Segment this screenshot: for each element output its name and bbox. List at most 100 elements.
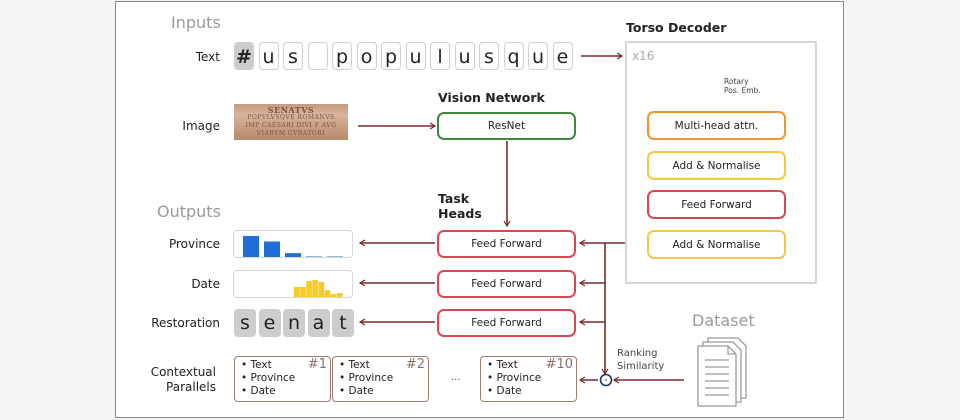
- parallel-card: #10• Text• Province• Date: [480, 356, 577, 402]
- parallel-rank: #1: [307, 357, 327, 372]
- contextual-parallels-label: Contextual Parallels: [130, 365, 216, 395]
- province-bar: [264, 241, 280, 257]
- parallel-item: • Date: [241, 385, 330, 398]
- restoration-token: e: [258, 309, 281, 337]
- inscription-image: SENATVS POPVLVSQVE ROMANVS IMP CAESARI D…: [234, 104, 348, 140]
- parallel-item-text: Text: [348, 359, 370, 371]
- parallel-card: #2• Text• Province• Date: [332, 356, 429, 402]
- input-token: p: [381, 42, 401, 70]
- parallel-item: • Date: [339, 385, 428, 398]
- province-bar: [306, 256, 322, 257]
- input-token: e: [552, 42, 573, 70]
- text-input-label: Text: [195, 50, 220, 64]
- input-token: l: [430, 42, 450, 70]
- province-chart-svg: [243, 236, 343, 257]
- restoration-token: t: [332, 309, 354, 337]
- date-chart: [233, 270, 353, 298]
- masked-token: #: [234, 42, 254, 70]
- outputs-title: Outputs: [157, 202, 221, 221]
- parallel-item-text: Date: [496, 385, 522, 397]
- ranking-label-line: Similarity: [617, 361, 665, 372]
- parallels-ellipsis: ...: [451, 372, 461, 383]
- province-chart: [233, 230, 353, 258]
- parallel-item: • Province: [487, 372, 576, 385]
- rotary-label: Rotary Pos. Emb.: [724, 77, 761, 95]
- repeat-count: x16: [632, 49, 655, 63]
- resnet-block: ResNet: [437, 112, 576, 140]
- date-bar: [324, 290, 331, 297]
- input-token: u: [258, 42, 279, 70]
- parallel-item: • Date: [487, 385, 576, 398]
- inputs-title: Inputs: [171, 13, 221, 32]
- bullet-icon: •: [487, 359, 497, 371]
- inscription-line: IMP CAESARI DIVI F AVG: [245, 122, 337, 129]
- bullet-icon: •: [339, 372, 349, 384]
- parallel-item: • Text: [241, 359, 330, 372]
- bullet-icon: •: [487, 372, 497, 384]
- parallel-item-text: Province: [250, 372, 296, 384]
- task-heads-title-line: Heads: [438, 206, 482, 221]
- date-bar: [288, 297, 294, 298]
- parallel-item: • Text: [339, 359, 428, 372]
- bullet-icon: •: [241, 372, 251, 384]
- bullet-icon: •: [339, 359, 349, 371]
- ranking-similarity-label: Ranking Similarity: [617, 347, 664, 373]
- add-normalise-block-2: Add & Normalise: [647, 230, 786, 259]
- province-bar: [243, 236, 259, 257]
- restoration-token: a: [307, 309, 330, 337]
- parallel-rank: #2: [405, 357, 425, 372]
- feed-forward-block: Feed Forward: [647, 190, 786, 219]
- bullet-icon: •: [487, 385, 497, 397]
- ranking-node-icon: [599, 373, 613, 387]
- parallel-item: • Province: [241, 372, 330, 385]
- date-bar: [318, 282, 325, 297]
- inscription-line: VIARVM CVRATORI: [256, 130, 326, 137]
- date-bar: [330, 294, 337, 297]
- inscription-line: SENATVS: [267, 105, 315, 115]
- task-heads-title-line: Task: [438, 191, 470, 206]
- parallel-item-text: Province: [496, 372, 542, 384]
- date-bar: [306, 281, 312, 297]
- input-token: o: [356, 42, 377, 70]
- input-token: [307, 42, 328, 70]
- province-bar: [327, 256, 343, 257]
- inscription-line: POPVLVSQVE ROMANVS: [247, 114, 335, 121]
- vision-network-title: Vision Network: [438, 90, 545, 105]
- restoration-token: n: [283, 309, 305, 337]
- parallel-item-text: Text: [496, 359, 518, 371]
- input-token: p: [332, 42, 352, 70]
- add-normalise-block-1: Add & Normalise: [647, 151, 786, 180]
- torso-decoder-title: Torso Decoder: [626, 20, 727, 35]
- province-head: Feed Forward: [437, 230, 576, 258]
- date-chart-svg: [288, 280, 343, 298]
- bullet-icon: •: [339, 385, 349, 397]
- restoration-token: s: [234, 309, 256, 337]
- date-bar: [300, 287, 306, 297]
- bullet-icon: •: [241, 385, 251, 397]
- input-token: q: [503, 42, 524, 70]
- parallel-item: • Province: [339, 372, 428, 385]
- date-label: Date: [191, 277, 220, 291]
- province-bar: [285, 253, 301, 257]
- multi-head-attention-block: Multi-head attn.: [647, 111, 786, 140]
- restoration-label: Restoration: [151, 316, 220, 330]
- ranking-label-line: Ranking: [617, 348, 658, 359]
- date-bar: [294, 287, 300, 297]
- parallel-item-text: Date: [250, 385, 276, 397]
- province-label: Province: [168, 237, 220, 251]
- contextual-label-line: Contextual: [150, 365, 216, 379]
- input-token: u: [528, 42, 548, 70]
- image-input-label: Image: [182, 119, 220, 133]
- parallel-item: • Text: [487, 359, 576, 372]
- rotary-label-line: Rotary: [724, 77, 749, 86]
- bullet-icon: •: [241, 359, 251, 371]
- parallel-card: #1• Text• Province• Date: [234, 356, 331, 402]
- input-token: u: [454, 42, 475, 70]
- rotary-label-line: Pos. Emb.: [724, 86, 761, 95]
- parallel-rank: #10: [545, 357, 573, 372]
- restoration-head: Feed Forward: [437, 309, 576, 337]
- task-heads-title: Task Heads: [438, 191, 482, 221]
- input-token: u: [405, 42, 426, 70]
- input-token: s: [283, 42, 303, 70]
- date-bar: [336, 293, 343, 297]
